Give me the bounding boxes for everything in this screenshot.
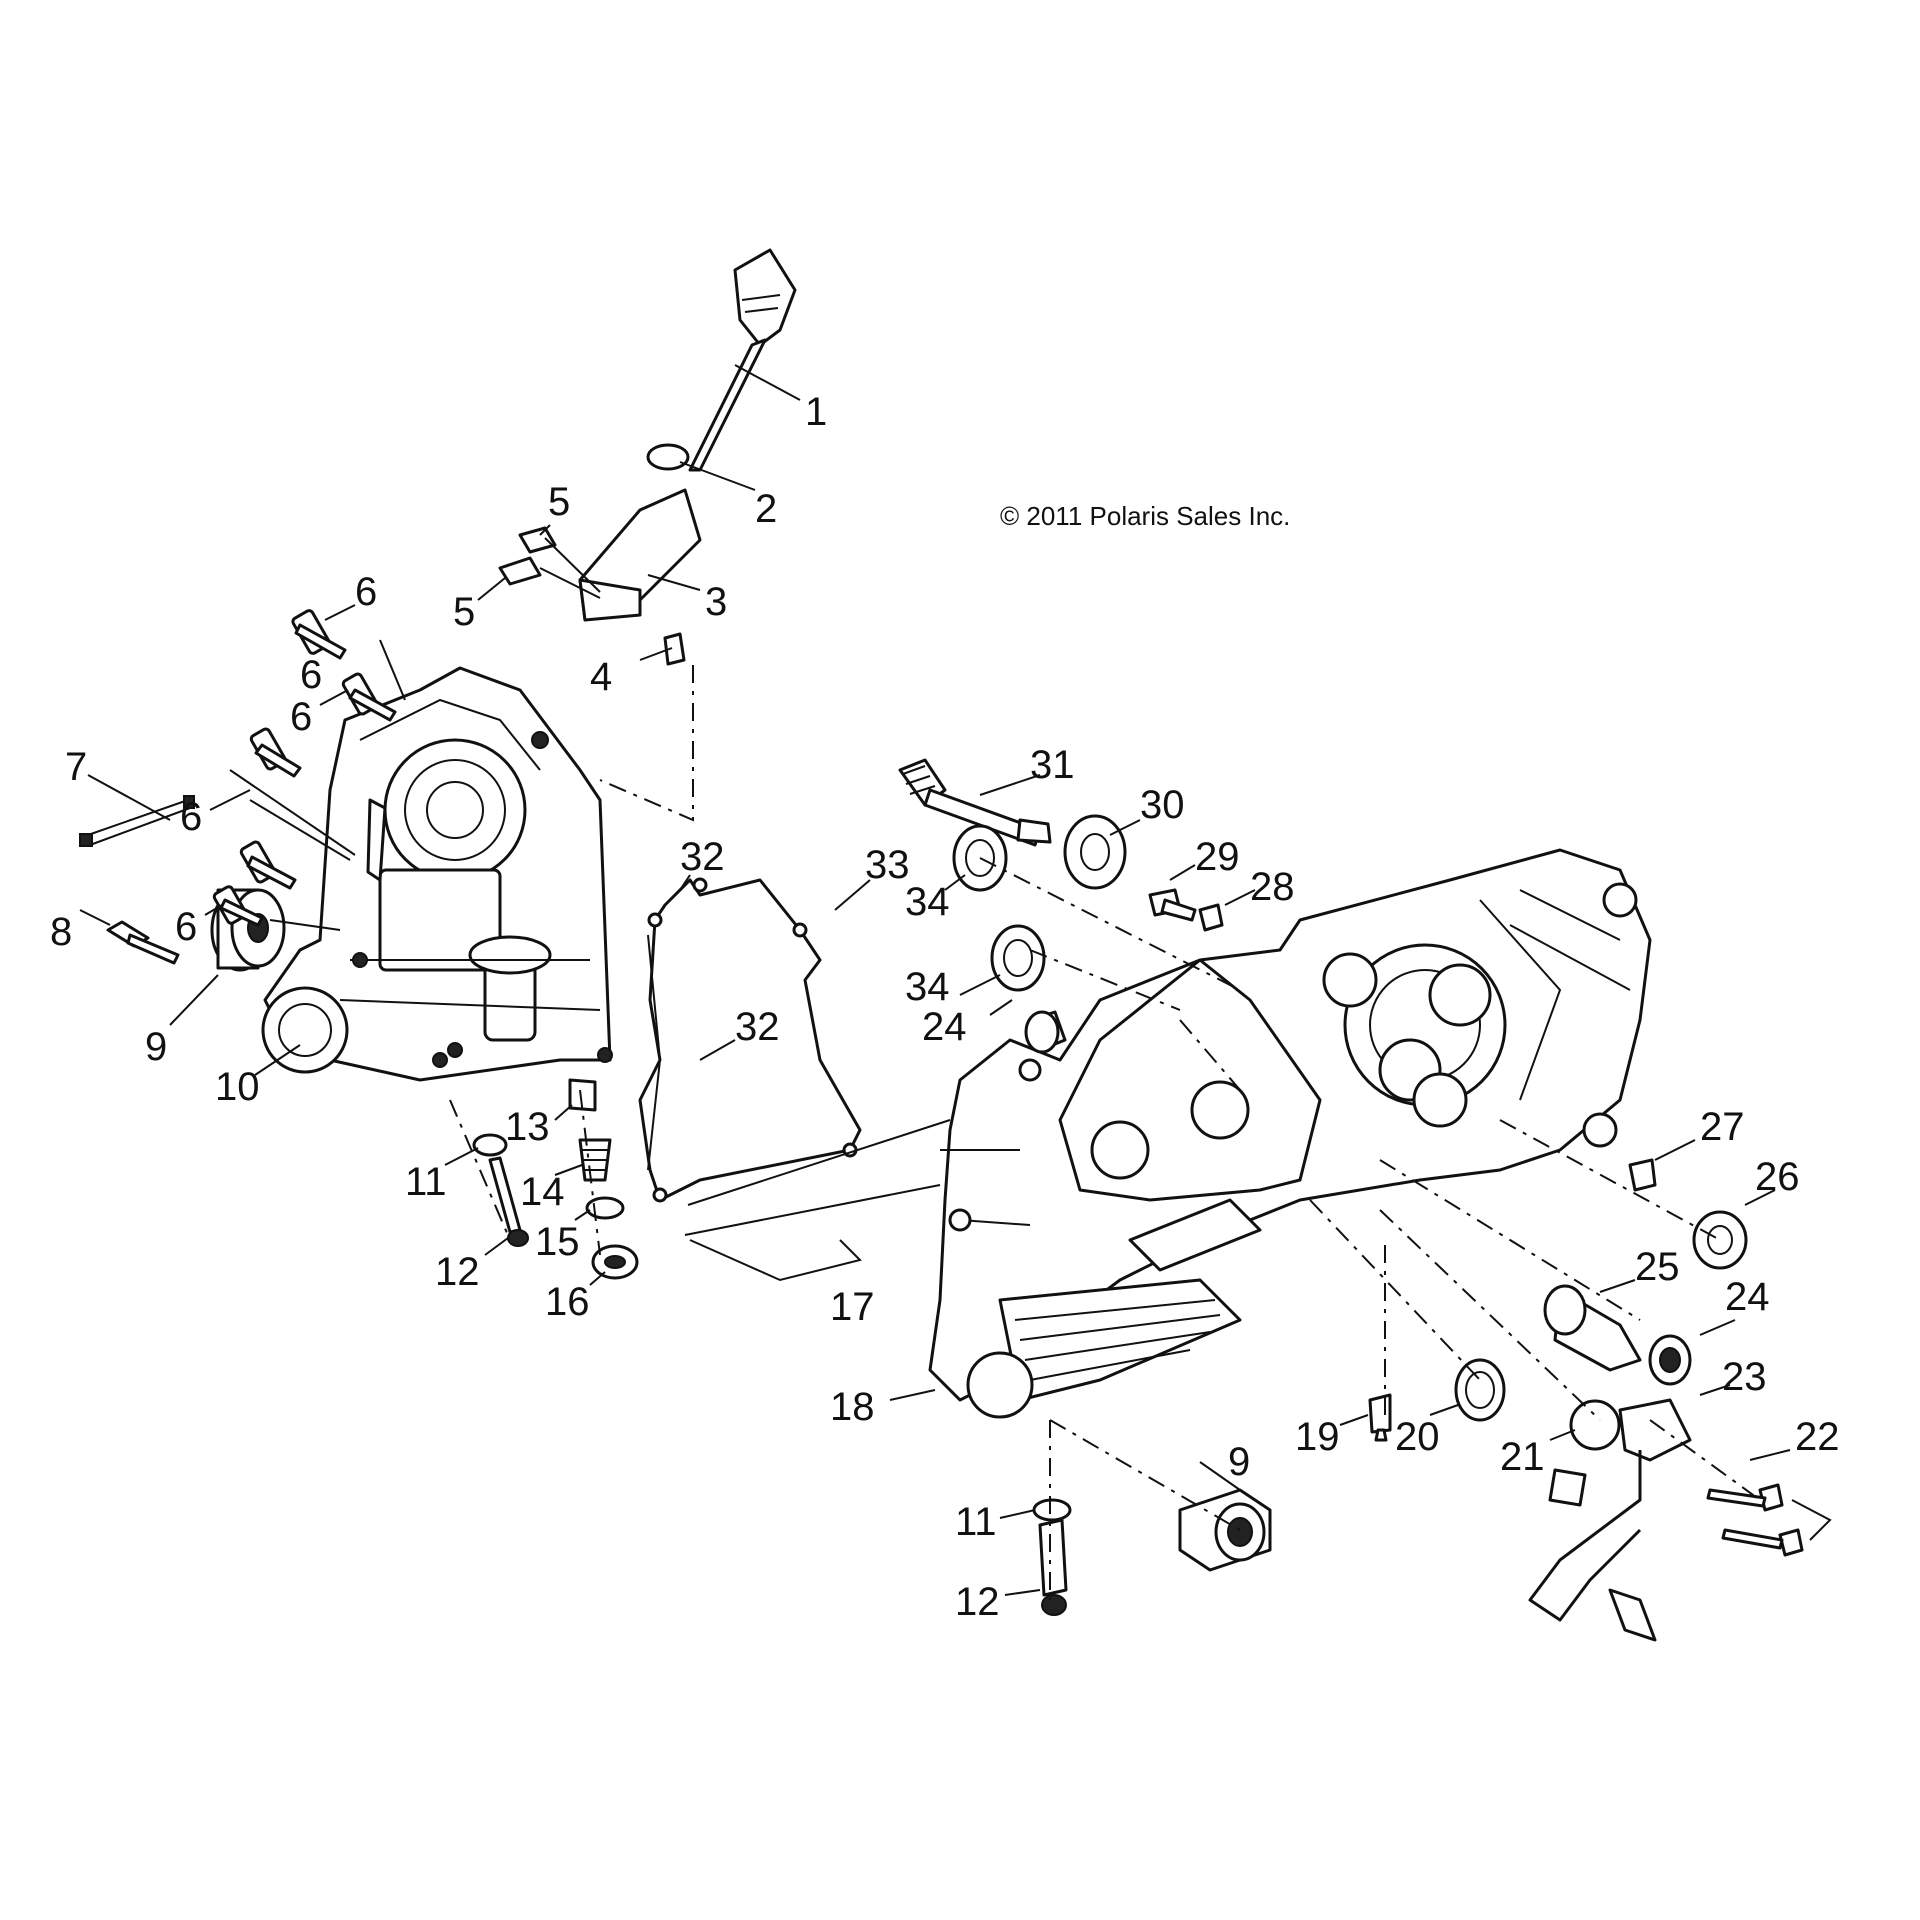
- callout-14: 14: [520, 1170, 565, 1214]
- callout-5-lower: 5: [453, 590, 475, 634]
- callout-27: 27: [1700, 1105, 1745, 1149]
- callout-6-b: 6: [300, 653, 322, 697]
- callout-20: 20: [1395, 1415, 1440, 1459]
- gasket: [638, 877, 862, 1203]
- callout-25: 25: [1635, 1245, 1680, 1289]
- callout-19: 19: [1295, 1415, 1340, 1459]
- callout-31: 31: [1030, 743, 1075, 787]
- callout-7: 7: [65, 745, 87, 789]
- callout-12-right: 12: [955, 1580, 1000, 1624]
- callout-22: 22: [1795, 1415, 1840, 1459]
- callout-1: 1: [805, 390, 827, 434]
- callout-15: 15: [535, 1220, 580, 1264]
- callout-5-upper: 5: [548, 480, 570, 524]
- callout-32-lower: 32: [735, 1005, 780, 1049]
- callout-6-e: 6: [175, 905, 197, 949]
- callout-6-c: 6: [290, 695, 312, 739]
- callout-6-d: 6: [180, 795, 202, 839]
- callout-12-left: 12: [435, 1250, 480, 1294]
- callout-4: 4: [590, 655, 612, 699]
- copyright-text: © 2011 Polaris Sales Inc.: [1000, 501, 1290, 531]
- strainer-parts-left: [472, 1078, 951, 1280]
- callout-28: 28: [1250, 865, 1295, 909]
- callout-33: 33: [865, 843, 910, 887]
- dipstick-assembly: [498, 248, 797, 666]
- callout-21: 21: [1500, 1435, 1545, 1479]
- callout-9-left: 9: [145, 1025, 167, 1069]
- callout-34-lower: 34: [905, 965, 950, 1009]
- callout-11-right: 11: [955, 1500, 997, 1544]
- callout-2: 2: [755, 487, 777, 531]
- callout-18: 18: [830, 1385, 875, 1429]
- callout-6-top: 6: [355, 570, 377, 614]
- callout-8: 8: [50, 910, 72, 954]
- bolts-left-cover: [79, 609, 397, 965]
- callout-26: 26: [1755, 1155, 1800, 1199]
- callout-3: 3: [705, 580, 727, 624]
- callout-10: 10: [215, 1065, 260, 1109]
- callout-29: 29: [1195, 835, 1240, 879]
- left-crankcase-cover: [261, 666, 613, 1082]
- callout-9-right: 9: [1228, 1440, 1250, 1484]
- callouts: 1 2 3 4 5 5 6 6 6 6 6 7 8 9 9 10 11: [50, 364, 1840, 1624]
- callout-23: 23: [1722, 1355, 1767, 1399]
- callout-17: 17: [830, 1285, 875, 1329]
- callout-16: 16: [545, 1280, 590, 1324]
- callout-32-upper: 32: [680, 835, 725, 879]
- right-crankcase-half: [928, 848, 1652, 1419]
- callout-24-lower: 24: [1725, 1275, 1770, 1319]
- callout-11-left: 11: [405, 1160, 447, 1204]
- callout-34-upper: 34: [905, 880, 950, 924]
- callout-24-upper: 24: [922, 1005, 967, 1049]
- callout-13: 13: [505, 1105, 550, 1149]
- callout-30: 30: [1140, 783, 1185, 827]
- assembly-lines: [229, 639, 1761, 1600]
- shaft-and-seals-upper: [898, 758, 1241, 1054]
